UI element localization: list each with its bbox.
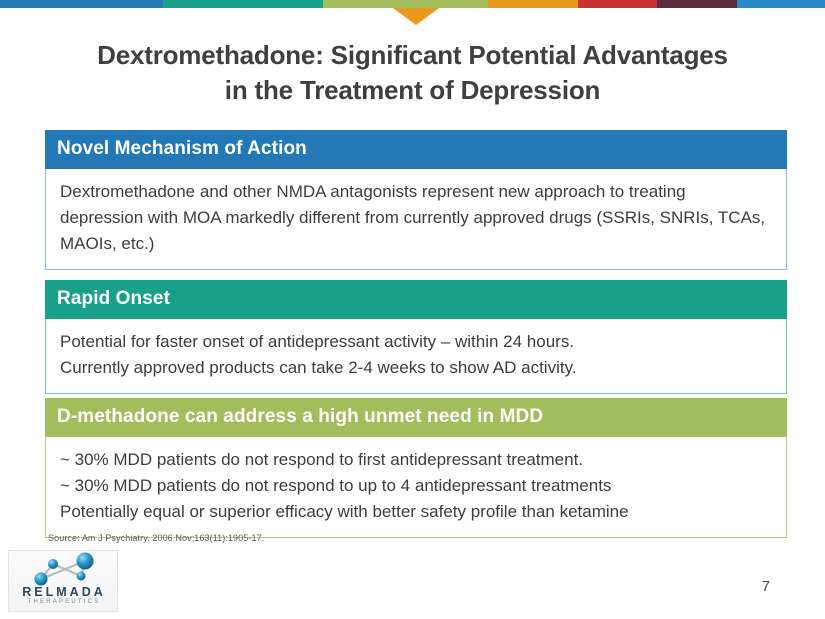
section-header-onset: Rapid Onset: [45, 280, 787, 319]
topbar-segment-orange: [487, 0, 578, 8]
molecule-node: [48, 559, 58, 569]
section-body-line: Currently approved products can take 2-4…: [60, 358, 577, 377]
page-title-line-2: in the Treatment of Depression: [224, 74, 601, 105]
section-body-line: ~ 30% MDD patients do not respond to fir…: [60, 450, 584, 469]
relmada-logo: RELMADA THERAPEUTICS: [8, 550, 118, 612]
down-triangle-icon: [393, 8, 439, 25]
molecule-icon: [34, 552, 94, 586]
topbar-segment-teal: [162, 0, 323, 8]
topbar-segment-blue: [0, 0, 163, 8]
section-body-line: Potential for faster onset of antidepres…: [60, 332, 575, 351]
source-note: Source: Am J Psychiatry. 2006 Nov;163(11…: [48, 533, 265, 543]
molecule-node: [76, 571, 86, 581]
topbar-segment-blue-right: [737, 0, 825, 8]
topbar-segment-red: [577, 0, 658, 8]
section-card-onset: Rapid Onset Potential for faster onset o…: [45, 280, 787, 394]
top-color-bar: [0, 0, 825, 8]
molecule-node: [76, 552, 94, 570]
topbar-segment-green: [322, 0, 488, 8]
section-body-line: ~ 30% MDD patients do not respond to up …: [60, 476, 612, 495]
page-number: 7: [761, 578, 770, 595]
section-body-onset: Potential for faster onset of antidepres…: [45, 319, 787, 394]
page-title: Dextromethadone: Significant Potential A…: [40, 38, 785, 107]
section-body-unmet: ~ 30% MDD patients do not respond to fir…: [45, 437, 787, 538]
section-body-moa: Dextromethadone and other NMDA antagonis…: [45, 169, 787, 270]
page-title-line-1: Dextromethadone: Significant Potential A…: [97, 40, 728, 70]
section-header-unmet: D-methadone can address a high unmet nee…: [45, 398, 787, 437]
logo-subtitle: THERAPEUTICS: [27, 599, 101, 605]
molecule-node: [34, 572, 48, 586]
section-body-line: Dextromethadone and other NMDA antagonis…: [60, 182, 766, 253]
topbar-segment-maroon: [657, 0, 737, 8]
section-card-moa: Novel Mechanism of Action Dextromethadon…: [45, 130, 787, 270]
section-header-moa: Novel Mechanism of Action: [45, 130, 787, 169]
section-card-unmet: D-methadone can address a high unmet nee…: [45, 398, 787, 538]
logo-wordmark: RELMADA: [22, 585, 106, 599]
section-body-line: Potentially equal or superior efficacy w…: [60, 502, 629, 521]
